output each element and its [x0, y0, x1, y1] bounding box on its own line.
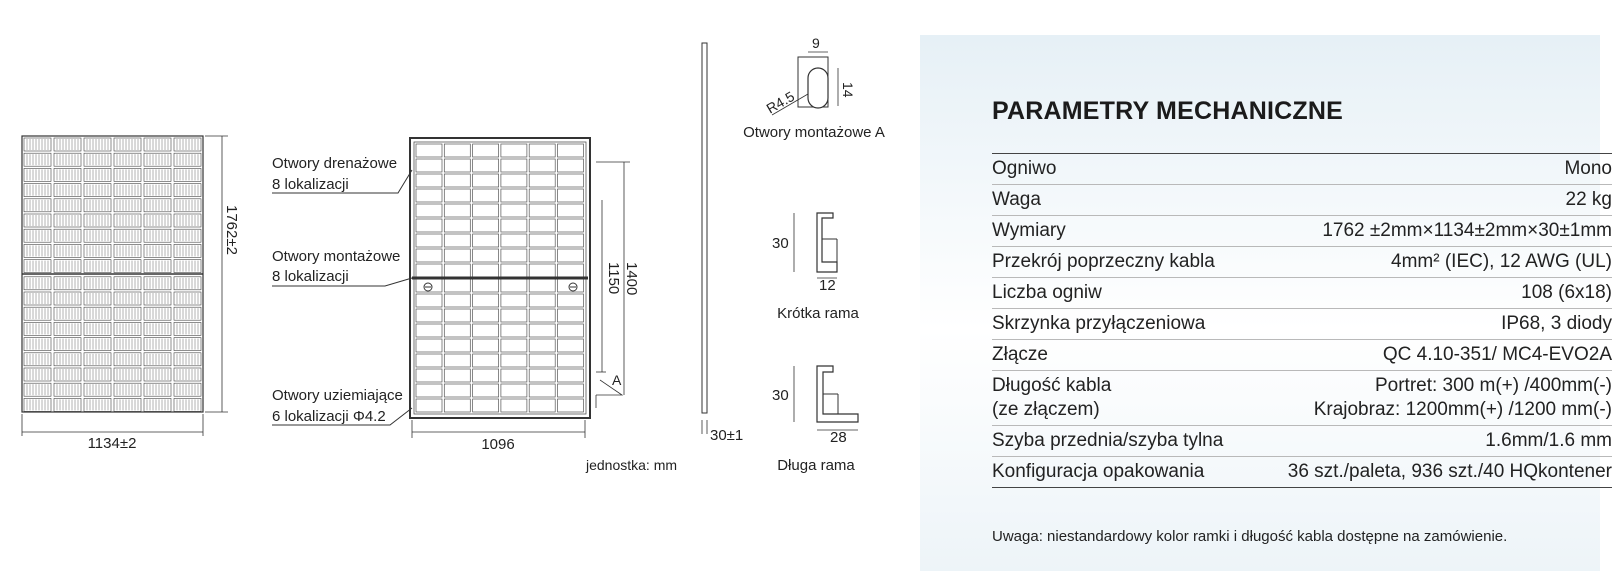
- spec-row: Długość kabla (ze złączem) Portret: 300 m(…: [992, 370, 1612, 426]
- hole-height-label: 14: [840, 82, 856, 98]
- spec-label-text: Wymiary: [992, 220, 1066, 241]
- short-frame-profile: 30 12 Krótka rama: [772, 212, 860, 322]
- technical-drawing: 1762±2 1134±2 Otwory drenażowe 8 lokaliz…: [21, 35, 885, 474]
- short-frame-height-label: 30: [772, 235, 789, 252]
- spec-label-text: Ogniwo: [992, 158, 1057, 179]
- spec-value: 1.6mm/1.6 mm: [1250, 425, 1612, 457]
- spec-row: Przekrój poprzeczny kabla 4mm² (IEC), 12 …: [992, 246, 1612, 278]
- spec-value-text: 1762 ±2mm×1134±2mm×30±1mm: [1322, 220, 1612, 241]
- spec-value: 22 kg: [1250, 184, 1612, 216]
- spec-value: 108 (6x18): [1250, 277, 1612, 309]
- spec-value: Portret: 300 m(+) /400mm(-) Krajobraz: 12…: [1250, 370, 1612, 426]
- spec-value-text-2: Krajobraz: 1200mm(+) /1200 mm(-): [1313, 399, 1612, 420]
- spec-row: Konfiguracja opakowania 36 szt./paleta, 9…: [992, 456, 1612, 488]
- dim-width-label: 1134±2: [88, 435, 137, 452]
- spec-value: 36 szt./paleta, 936 szt./40 HQkontener: [1250, 456, 1612, 488]
- spec-label-text: Skrzynka przyłączeniowa: [992, 313, 1206, 334]
- spec-value-text: Mono: [1564, 158, 1612, 179]
- spec-value-text: IP68, 3 diody: [1501, 313, 1612, 334]
- mounting-hole-detail: 9 14 R4.5 Otwory montażowe A: [743, 35, 885, 141]
- spec-row: Szyba przednia/szyba tylna 1.6mm/1.6 mm: [992, 425, 1612, 457]
- short-frame-width-label: 12: [819, 277, 836, 294]
- spec-label: Konfiguracja opakowania: [992, 456, 1251, 488]
- spec-value-text: 22 kg: [1565, 189, 1612, 210]
- label-ground-1: Otwory uziemiające: [272, 387, 403, 404]
- unit-label: jednostka: mm: [585, 457, 677, 473]
- hole-radius-label: R4.5: [764, 88, 798, 117]
- spec-label: Przekrój poprzeczny kabla: [992, 246, 1251, 278]
- spec-value: 4mm² (IEC), 12 AWG (UL): [1250, 246, 1612, 278]
- spec-label: Ogniwo: [992, 153, 1251, 185]
- spec-value-text: 4mm² (IEC), 12 AWG (UL): [1391, 251, 1612, 272]
- spec-value-text: 36 szt./paleta, 936 szt./40 HQkontener: [1287, 461, 1612, 482]
- spec-value: Mono: [1250, 153, 1612, 185]
- spec-value: 1762 ±2mm×1134±2mm×30±1mm: [1250, 215, 1612, 247]
- spec-value-text: 108 (6x18): [1521, 282, 1612, 303]
- spec-label-text-2: (ze złączem): [992, 399, 1100, 420]
- long-frame-height-label: 30: [772, 387, 789, 404]
- panel-title: PARAMETRY MECHANICZNE: [992, 97, 1343, 125]
- hole-width-label: 9: [812, 35, 820, 51]
- spec-label-text: Złącze: [992, 344, 1048, 365]
- dim-thickness-label: 30±1: [710, 427, 743, 444]
- spec-label-text: Konfiguracja opakowania: [992, 461, 1205, 482]
- spec-row: Złącze QC 4.10-351/ MC4-EVO2A: [992, 339, 1612, 371]
- marker-a: A: [612, 372, 622, 388]
- spec-label-text: Szyba przednia/szyba tylna: [992, 430, 1224, 451]
- note-text: Uwaga: niestandardowy kolor ramki i dług…: [992, 528, 1508, 545]
- spec-label: Szyba przednia/szyba tylna: [992, 425, 1251, 457]
- dim-1400-label: 1400: [623, 262, 640, 295]
- spec-label-text: Waga: [992, 189, 1041, 210]
- spec-row: Wymiary 1762 ±2mm×1134±2mm×30±1mm: [992, 215, 1612, 247]
- spec-row: Ogniwo Mono: [992, 153, 1612, 185]
- spec-row: Liczba ogniw 108 (6x18): [992, 277, 1612, 309]
- dim-height-label: 1762±2: [223, 205, 240, 255]
- spec-value-text: Portret: 300 m(+) /400mm(-): [1374, 375, 1612, 396]
- spec-label-text: Liczba ogniw: [992, 282, 1102, 303]
- hole-caption: Otwory montażowe A: [743, 124, 885, 141]
- spec-label-text: Długość kabla: [992, 375, 1112, 396]
- spec-value-text: QC 4.10-351/ MC4-EVO2A: [1382, 344, 1612, 365]
- label-mount-2: 8 lokalizacji: [272, 268, 349, 285]
- spec-label: Waga: [992, 184, 1251, 216]
- label-ground-2: 6 lokalizacji Φ4.2: [272, 408, 386, 425]
- spec-label: Długość kabla (ze złączem): [992, 370, 1251, 426]
- spec-label: Wymiary: [992, 215, 1251, 247]
- short-frame-caption: Krótka rama: [777, 305, 859, 322]
- label-mount-1: Otwory montażowe: [272, 248, 400, 265]
- spec-row: Waga 22 kg: [992, 184, 1612, 216]
- spec-label: Skrzynka przyłączeniowa: [992, 308, 1251, 340]
- side-view: 30±1: [701, 42, 743, 444]
- dim-1150-label: 1150: [605, 262, 622, 294]
- long-frame-width-label: 28: [830, 429, 847, 446]
- back-view: Otwory drenażowe 8 lokalizacji Otwory mo…: [272, 137, 677, 473]
- spec-value: IP68, 3 diody: [1250, 308, 1612, 340]
- label-drain-2: 8 lokalizacji: [272, 176, 349, 193]
- long-frame-caption: Długa rama: [777, 457, 855, 474]
- label-drain-1: Otwory drenażowe: [272, 155, 397, 172]
- spec-value: QC 4.10-351/ MC4-EVO2A: [1250, 339, 1612, 371]
- spec-label-text: Przekrój poprzeczny kabla: [992, 251, 1215, 272]
- long-frame-profile: 30 28 Długa rama: [772, 365, 859, 474]
- dim-1096-label: 1096: [481, 436, 514, 453]
- spec-label: Liczba ogniw: [992, 277, 1251, 309]
- spec-label: Złącze: [992, 339, 1251, 371]
- spec-row: Skrzynka przyłączeniowa IP68, 3 diody: [992, 308, 1612, 340]
- spec-value-text: 1.6mm/1.6 mm: [1485, 430, 1612, 451]
- front-view: 1762±2 1134±2: [21, 135, 240, 452]
